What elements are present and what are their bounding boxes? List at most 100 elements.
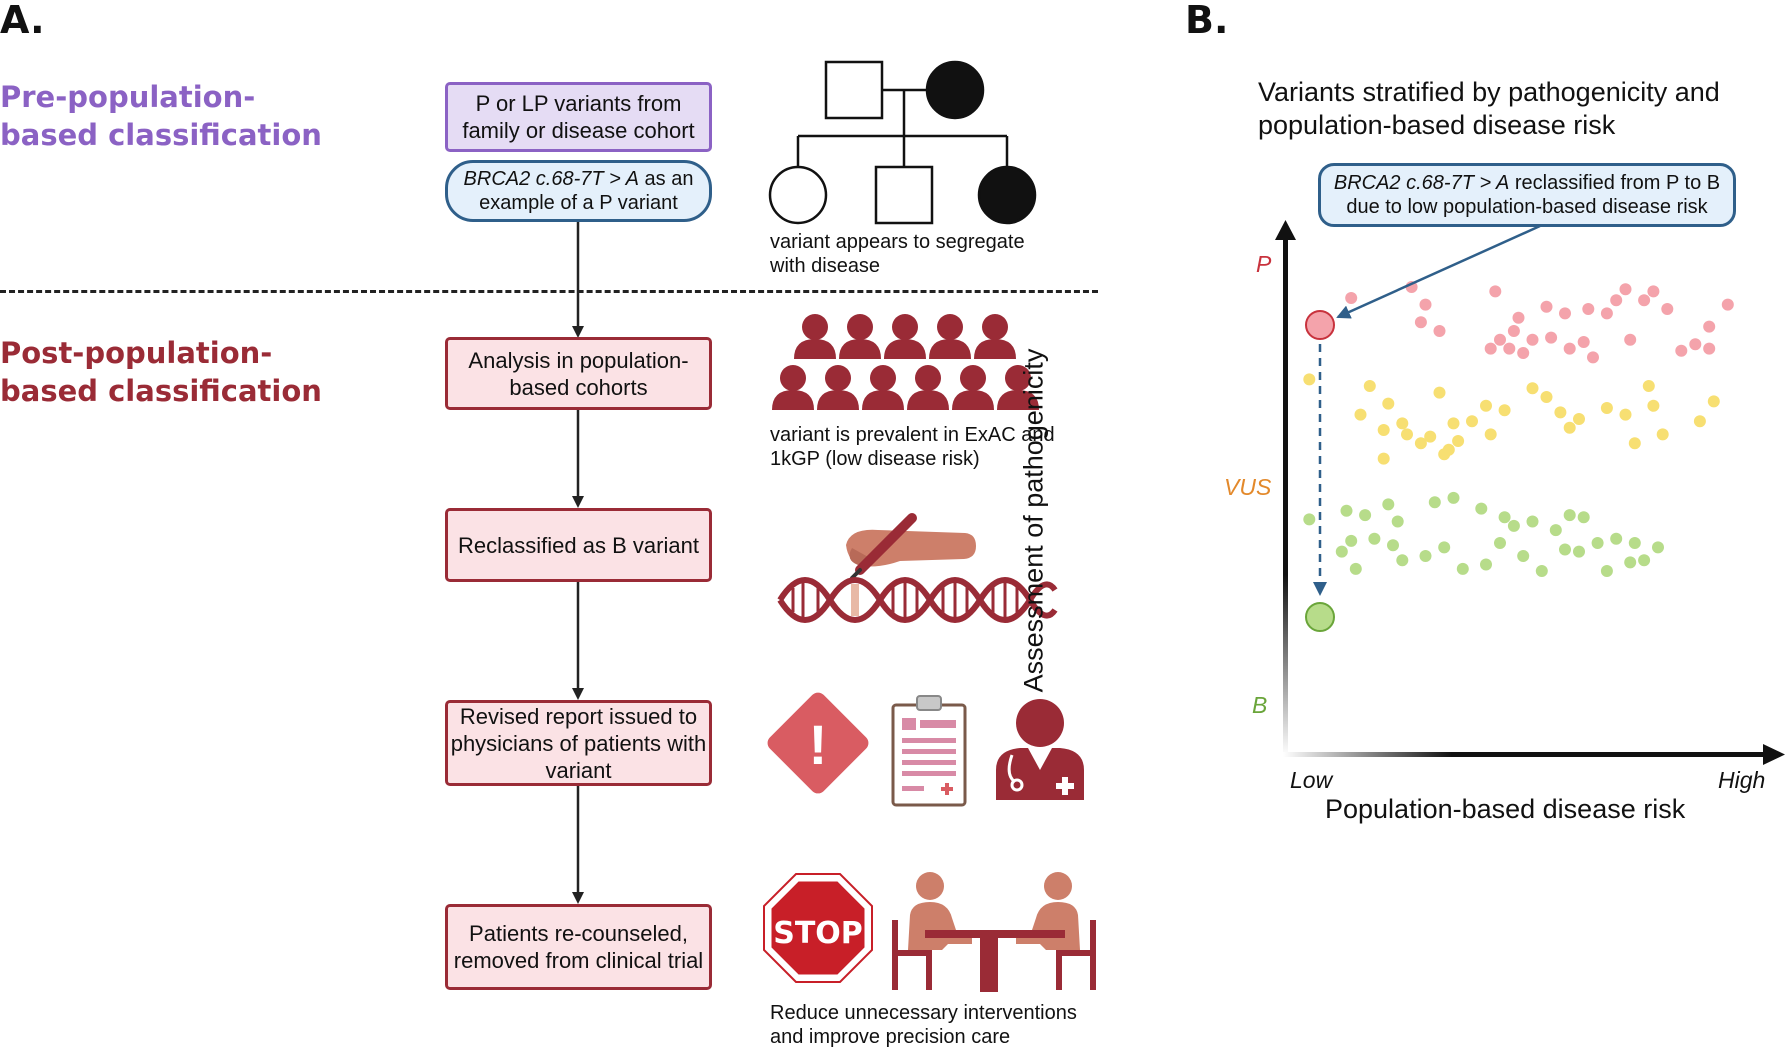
point-p-29	[1721, 298, 1734, 311]
point-b-12	[1563, 509, 1576, 522]
post-population-title: Post-population-based classification	[0, 336, 322, 408]
point-p-12	[1526, 333, 1539, 346]
point-vus-26	[1656, 428, 1669, 441]
point-p-9	[1433, 325, 1446, 337]
point-b-29	[1349, 562, 1362, 575]
point-p-1	[1345, 292, 1358, 304]
point-b-1	[1340, 504, 1353, 517]
recounsel-text: Patients re-counseled, removed from clin…	[453, 921, 704, 973]
point-b-9	[1507, 519, 1520, 532]
point-vus-21	[1600, 402, 1613, 414]
point-b-8	[1498, 511, 1511, 524]
point-p-13	[1545, 331, 1558, 344]
point-b-5	[1428, 496, 1441, 509]
point-vus-11	[1452, 435, 1465, 447]
family-cohort-text: P or LP variants from family or disease …	[462, 91, 695, 143]
point-p-24	[1600, 307, 1613, 320]
y-axis-label: Assessment of pathogenicity	[1018, 348, 1049, 693]
reclassified-box: Reclassified as B variant	[445, 508, 712, 582]
point-p-10	[1507, 325, 1520, 337]
point-vus-4	[1396, 417, 1409, 430]
pedigree-caption: variant appears to segregate with diseas…	[770, 231, 1025, 277]
point-p-0	[1405, 281, 1418, 293]
point-p-3	[1489, 285, 1502, 298]
point-p-7	[1559, 307, 1571, 320]
example-variant-rest: as an example of a P variant	[479, 168, 694, 214]
point-vus-10	[1466, 415, 1478, 428]
physician-icon	[996, 699, 1084, 800]
x-level-low: Low	[1290, 767, 1333, 793]
point-p-4	[1414, 316, 1427, 329]
point-b-23	[1419, 550, 1432, 562]
analysis-box: Analysis in population-based cohorts	[445, 337, 712, 410]
counseling-table-icon	[892, 872, 1096, 992]
point-p-27	[1689, 338, 1702, 351]
y-level-p: P	[1256, 251, 1272, 277]
reclassified-text: Reclassified as B variant	[458, 532, 699, 558]
example-variant-text: BRCA2 c.68-7T > A as an example of a P v…	[448, 167, 709, 215]
reclassification-callout-text: BRCA2 c.68-7T > A reclassified from P to…	[1321, 171, 1733, 219]
point-p-6	[1540, 300, 1553, 313]
warning-sign-icon: !	[767, 692, 869, 794]
point-vus-23	[1628, 437, 1641, 450]
point-vus-7	[1414, 437, 1427, 450]
point-vus-2	[1382, 397, 1395, 410]
point-vus-13	[1433, 386, 1446, 399]
point-b-26	[1480, 558, 1492, 571]
point-vus-9	[1480, 399, 1492, 412]
point-b-20	[1624, 556, 1637, 569]
family-cohort-box: P or LP variants from family or disease …	[445, 82, 712, 152]
point-b-11	[1549, 524, 1562, 537]
point-b-24	[1438, 541, 1451, 554]
point-b-21	[1368, 532, 1381, 545]
example-variant-name: BRCA2 c.68-7T > A	[463, 168, 639, 190]
point-p-16	[1517, 347, 1530, 359]
point-b-27	[1396, 554, 1409, 567]
point-p-15	[1503, 342, 1516, 355]
point-vus-15	[1484, 428, 1497, 441]
point-vus-30	[1438, 448, 1451, 461]
recounsel-box: Patients re-counseled, removed from clin…	[445, 904, 712, 990]
point-b-22	[1345, 534, 1358, 547]
point-b-30	[1335, 545, 1348, 558]
point-p-18	[1577, 336, 1590, 348]
point-vus-28	[1707, 395, 1720, 408]
point-vus-0	[1303, 373, 1316, 386]
point-p-26	[1675, 344, 1688, 357]
point-b-3	[1382, 498, 1395, 511]
highlight-variant-p	[1305, 310, 1335, 340]
point-p-14	[1484, 342, 1497, 355]
analysis-text: Analysis in population-based cohorts	[468, 347, 689, 400]
point-b-19	[1652, 541, 1664, 554]
point-b-32	[1600, 565, 1613, 577]
point-vus-3	[1354, 408, 1367, 421]
section-divider	[0, 290, 1098, 293]
point-p-21	[1610, 294, 1623, 307]
outcome-caption: Reduce unnecessary interventions and imp…	[770, 1002, 1077, 1048]
point-p-2	[1419, 298, 1432, 311]
point-p-31	[1638, 294, 1651, 307]
point-vus-8	[1424, 430, 1437, 443]
panel-b-label: B.	[1185, 0, 1229, 42]
point-b-14	[1559, 543, 1571, 556]
point-vus-31	[1377, 452, 1390, 465]
population-caption: variant is prevalent in ExAC and 1kGP (l…	[770, 424, 1055, 470]
y-axis-arrowhead	[1275, 220, 1296, 240]
point-vus-14	[1447, 417, 1460, 430]
point-p-11	[1494, 333, 1506, 346]
point-b-28	[1517, 550, 1530, 562]
point-vus-29	[1563, 421, 1576, 434]
y-axis	[1283, 238, 1288, 756]
point-b-35	[1387, 539, 1399, 552]
point-b-17	[1610, 532, 1623, 545]
point-vus-17	[1526, 382, 1539, 395]
point-vus-19	[1554, 406, 1567, 419]
point-p-22	[1647, 285, 1660, 298]
point-vus-6	[1377, 424, 1390, 436]
callout-variant-name: BRCA2 c.68-7T > A	[1333, 172, 1510, 194]
